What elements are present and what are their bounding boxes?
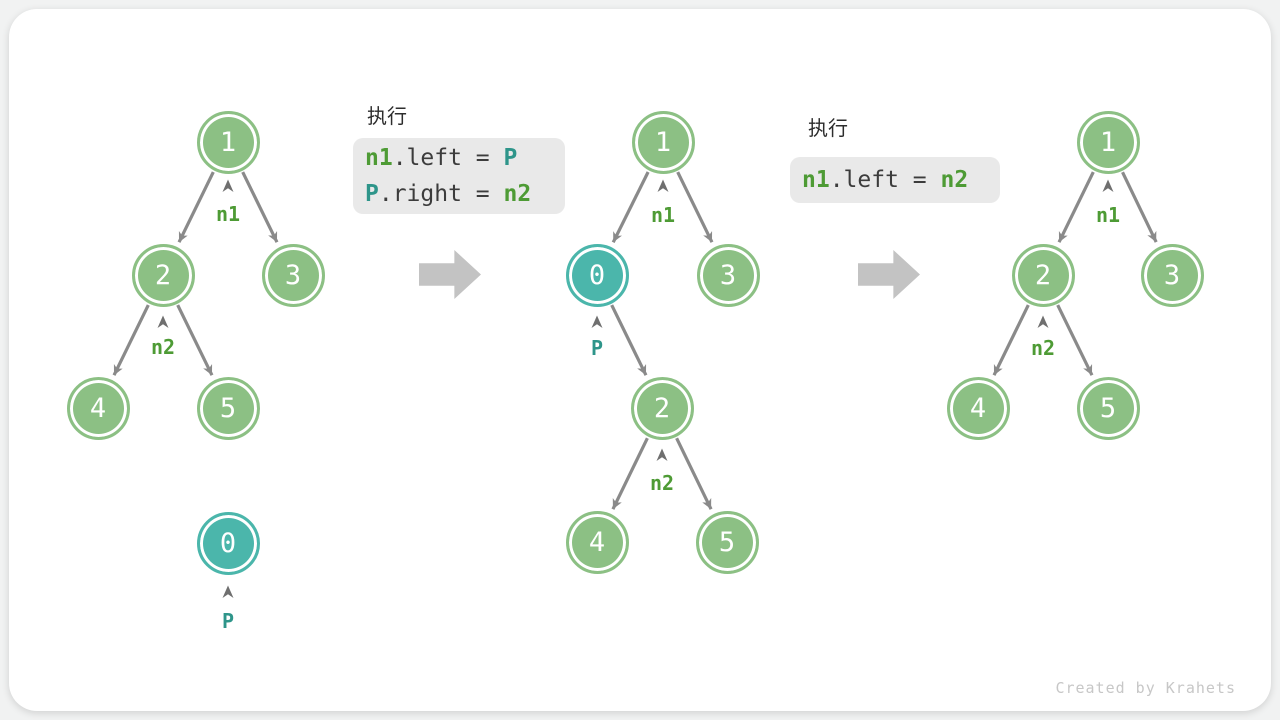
watermark: Created by Krahets [1055,679,1236,697]
tree-node-3: 3 [696,243,760,307]
pointer-label-n1: n1 [215,202,241,226]
code-line: n1.left = P [365,140,565,176]
code-token: .right = [378,181,504,207]
pointer-label-n2: n2 [649,471,675,495]
tree-node-5: 5 [196,376,260,440]
code-line: P.right = n2 [365,176,565,212]
tree-node-4: 4 [565,510,629,574]
tree-node-1: 1 [631,110,695,174]
code-token: n2 [940,167,969,193]
pointer-label-n1: n1 [1095,203,1121,227]
pointer-label-P: P [221,609,235,633]
pointer-caret-icon [1037,315,1049,328]
pointer-caret-icon [656,448,668,461]
tree-node-0: 0 [196,511,260,575]
tree-edge [1057,171,1095,243]
tree-edge [177,171,215,243]
code-block-title: 执行 [808,118,848,140]
code-token: n2 [503,181,532,207]
tree-edge [992,304,1030,376]
tree-node-5: 5 [1076,376,1140,440]
tree-edge [610,304,648,376]
tree-node-2: 2 [630,376,694,440]
pointer-label-n2: n2 [1030,336,1056,360]
pointer-caret-icon [657,179,669,192]
tree-edge [112,304,150,376]
tree-node-1: 1 [1076,110,1140,174]
code-token: P [365,181,379,207]
tree-node-3: 3 [261,243,325,307]
tree-node-0: 0 [565,243,629,307]
code-token: n1 [365,145,393,171]
pointer-caret-icon [222,179,234,192]
tree-node-4: 4 [66,376,130,440]
pointer-caret-icon [1102,179,1114,192]
tree-node-3: 3 [1140,243,1204,307]
code-token: .left = [392,145,504,171]
code-block: n1.left = n2 [790,157,1000,203]
pointer-label-n1: n1 [650,203,676,227]
pointer-caret-icon [591,315,603,328]
tree-edge [1056,304,1094,376]
transition-arrow-icon [858,250,920,299]
tree-edge [676,171,714,243]
tree-node-2: 2 [1011,243,1075,307]
code-token: n1 [802,167,830,193]
tree-edge [611,437,649,510]
pointer-caret-icon [222,585,234,598]
tree-edge [1121,171,1158,243]
tree-edge [241,171,279,243]
tree-node-1: 1 [196,110,260,174]
tree-edge [675,437,713,510]
tree-node-2: 2 [131,243,195,307]
code-line: n1.left = n2 [802,162,1000,198]
pointer-label-n2: n2 [150,335,176,359]
code-token: .left = [829,167,941,193]
code-token: P [503,145,518,171]
tree-edge [611,171,650,244]
pointer-label-P: P [590,336,604,360]
tree-edge [176,304,214,376]
transition-arrow-icon [419,250,481,299]
code-block-title: 执行 [367,106,407,128]
pointer-caret-icon [157,315,169,328]
tree-node-4: 4 [946,376,1010,440]
tree-node-5: 5 [695,510,759,574]
